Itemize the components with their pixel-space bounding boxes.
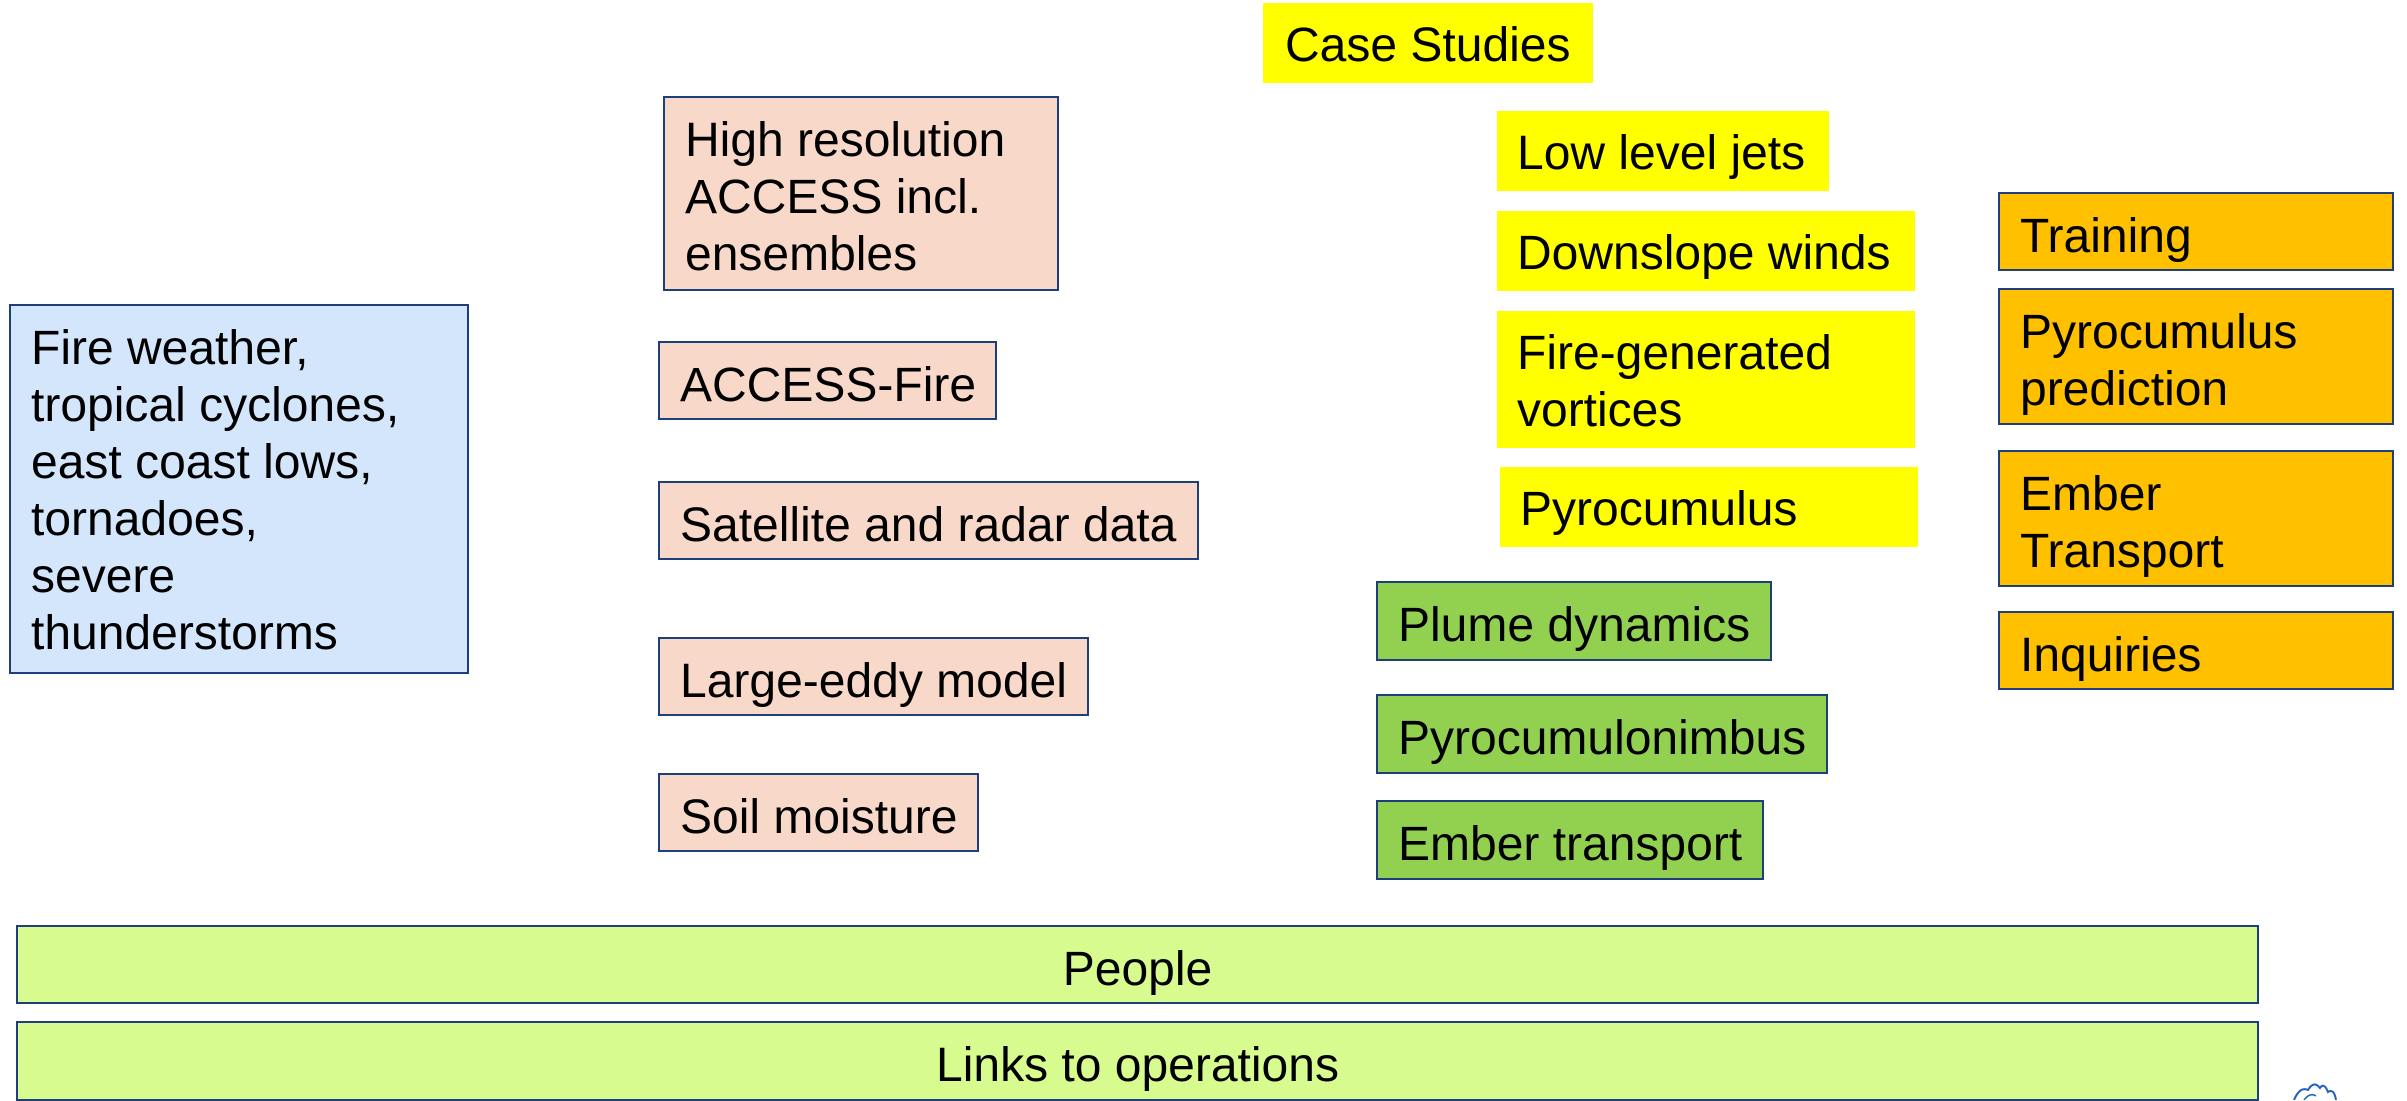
output-ember-transport: Ember Transport: [1998, 450, 2394, 587]
case-study-low-level-jets: Low level jets: [1497, 111, 1829, 191]
links-to-operations-bar: Links to operations: [16, 1021, 2259, 1101]
partial-logo-icon: [2293, 1083, 2337, 1100]
case-studies-title-text: Case Studies: [1285, 19, 1571, 72]
ember-transport-label: Ember transport: [1398, 818, 1743, 871]
case-study-plume-dynamics: Plume dynamics: [1376, 581, 1772, 661]
output-training: Training: [1998, 192, 2394, 271]
case-study-pyrocumulus: Pyrocumulus: [1500, 467, 1918, 547]
inquiries-label: Inquiries: [2020, 629, 2202, 682]
access-fire-label: ACCESS-Fire: [680, 359, 977, 412]
large-eddy-model-box: Large-eddy model: [658, 637, 1089, 716]
soil-moisture-box: Soil moisture: [658, 773, 979, 852]
large-eddy-model-label: Large-eddy model: [680, 655, 1067, 708]
access-fire-box: ACCESS-Fire: [658, 341, 997, 420]
plume-dynamics-label: Plume dynamics: [1398, 599, 1751, 652]
case-study-downslope-winds: Downslope winds: [1497, 211, 1915, 291]
high-res-line: ensembles: [685, 228, 918, 281]
case-study-pyrocumulonimbus: Pyrocumulonimbus: [1376, 694, 1828, 774]
pyrocumulus-prediction-line: prediction: [2020, 363, 2229, 416]
case-study-fire-generated-vortices: Fire-generated vortices: [1497, 311, 1915, 448]
hazards-box: Fire weather, tropical cyclones, east co…: [9, 304, 469, 674]
people-bar: People: [16, 925, 2259, 1004]
hazards-line: thunderstorms: [31, 607, 338, 660]
hazards-line: east coast lows,: [31, 436, 373, 489]
pyrocumulus-prediction-line: Pyrocumulus: [2020, 306, 2298, 359]
high-res-line: High resolution: [685, 114, 1006, 167]
low-level-jets-label: Low level jets: [1517, 127, 1806, 180]
hazards-line: tropical cyclones,: [31, 379, 400, 432]
links-to-operations-label: Links to operations: [936, 1039, 1339, 1092]
soil-moisture-label: Soil moisture: [680, 791, 958, 844]
case-studies-title: Case Studies: [1263, 3, 1593, 83]
hazards-line: severe: [31, 550, 176, 603]
ember-transport-output-line: Transport: [2020, 525, 2224, 578]
output-inquiries: Inquiries: [1998, 611, 2394, 690]
fire-vortices-line: Fire-generated vortices: [1517, 327, 1832, 437]
pyrocumulus-label: Pyrocumulus: [1520, 483, 1798, 536]
people-label: People: [1062, 943, 1213, 996]
satellite-radar-label: Satellite and radar data: [680, 499, 1177, 552]
satellite-radar-box: Satellite and radar data: [658, 481, 1199, 560]
case-study-ember-transport: Ember transport: [1376, 800, 1764, 880]
ember-transport-output-line: Ember: [2020, 468, 2162, 521]
high-res-line: ACCESS incl.: [685, 171, 982, 224]
output-pyrocumulus-prediction: Pyrocumulus prediction: [1998, 288, 2394, 425]
hazards-line: Fire weather,: [31, 322, 309, 375]
high-resolution-access-box: High resolution ACCESS incl. ensembles: [663, 96, 1059, 291]
training-label: Training: [2020, 210, 2192, 263]
pyrocumulonimbus-label: Pyrocumulonimbus: [1398, 712, 1807, 765]
hazards-line: tornadoes,: [31, 493, 258, 546]
downslope-winds-label: Downslope winds: [1517, 227, 1891, 280]
